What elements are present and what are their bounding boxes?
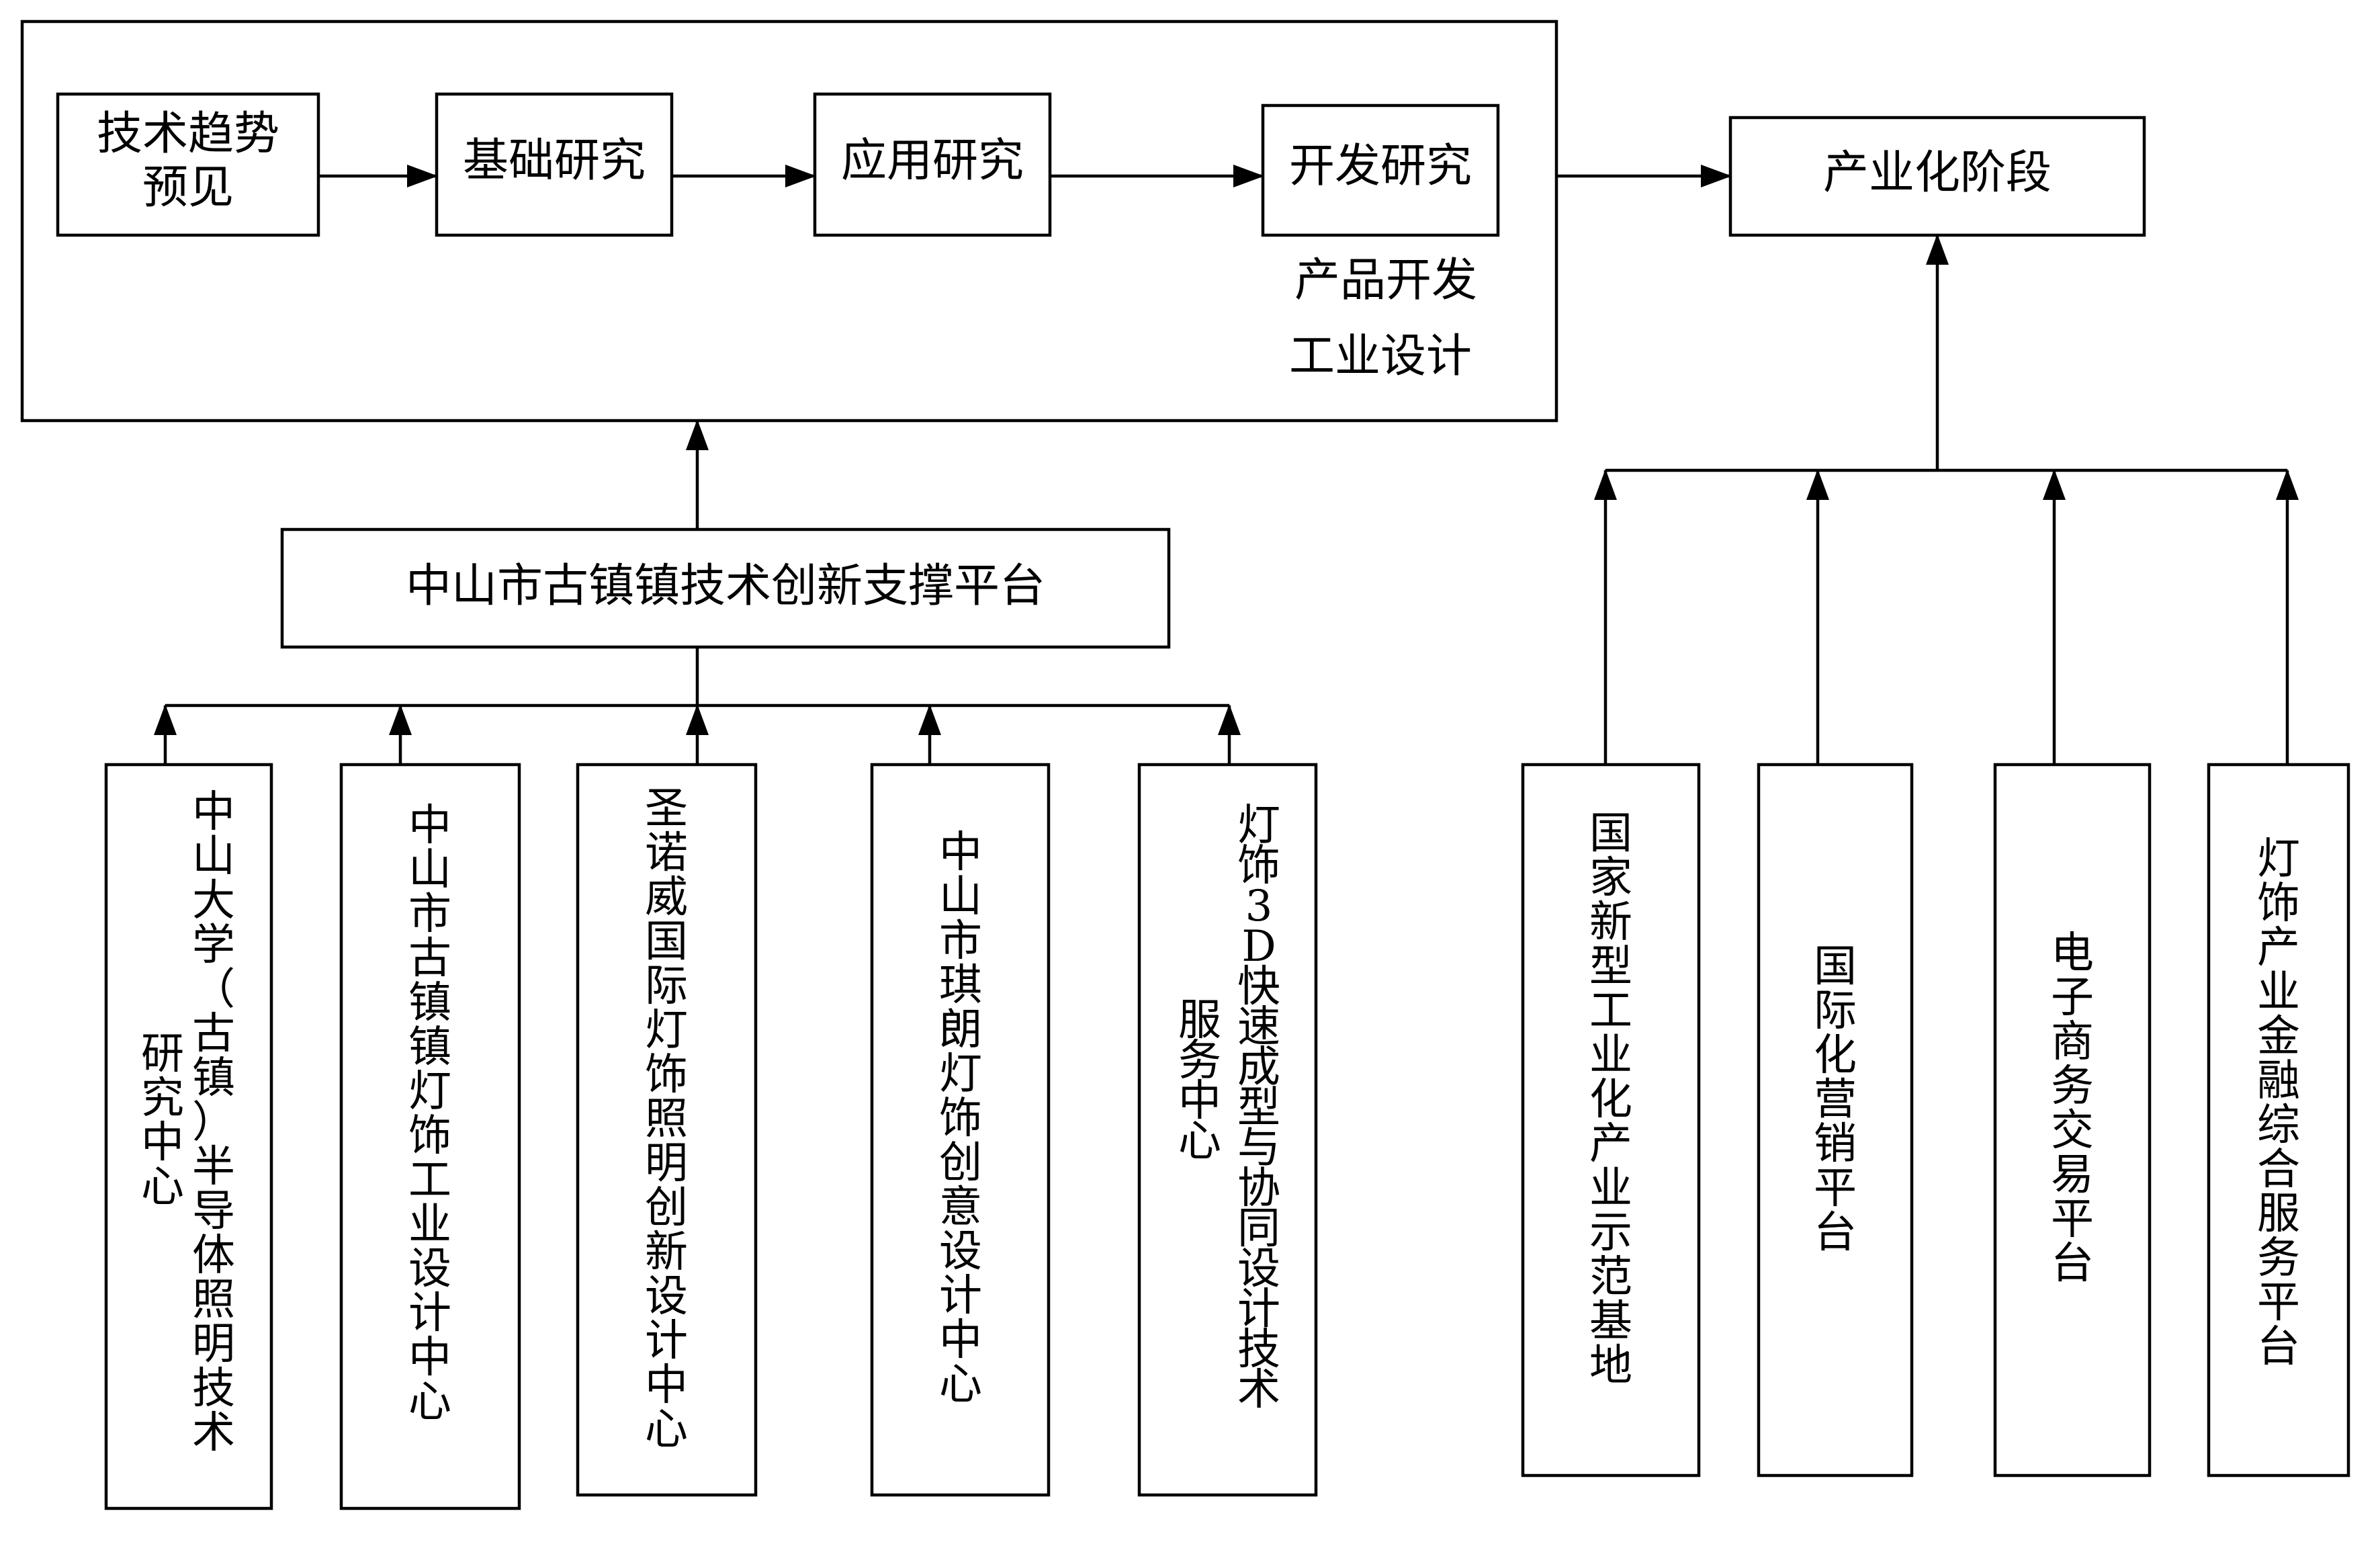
center-box-2 [339,763,521,1510]
development-research-label: 开发研究 [1289,140,1472,193]
center-label-2-line-1: 中山市古镇镇灯饰工业设计中心 [408,801,451,1427]
center-label-4-line-1: 中山市琪朗灯饰创意设计中心 [939,828,982,1410]
center-box-5 [1137,763,1318,1497]
platform-label-3-line-1: 电子商务交易平台 [2051,929,2094,1289]
center-label-1-line-2: 研究中心 [141,1029,184,1212]
trend-forecast-label-2: 预见 [142,161,234,214]
platform-label-1-line-1: 国家新型工业化产业示范基地 [1589,809,1632,1391]
applied-research-label: 应用研究 [841,134,1024,187]
platform-box-4 [2207,763,2350,1477]
trend-forecast-label-1: 技术趋势 [97,108,279,161]
tech-innovation-platform-box [280,527,1171,649]
platform-box-2 [1757,763,1914,1477]
trend-forecast-box [56,92,320,237]
tech-innovation-platform-label: 中山市古镇镇技术创新支撑平台 [406,560,1045,613]
platform-labels: 国家新型工业化产业示范基地 国际化营销平台 电子商务交易平台 灯饰产业金融综合服务平台 [1589,809,2300,1391]
center-label-5-line-2: 服务中心 [1178,996,1221,1166]
center-box-1 [104,763,273,1510]
platform-box-1 [1521,763,1701,1477]
center-box-4 [870,763,1051,1497]
center-label-3-line-1: 圣诺威国际灯饰照明创新设计中心 [645,784,688,1455]
industrial-design-label: 工业设计 [1289,330,1472,383]
product-development-label: 产品开发 [1294,254,1477,307]
basic-research-box [435,92,674,237]
basic-research-label: 基础研究 [463,134,646,187]
center-box-3 [576,763,758,1497]
platform-box-3 [1993,763,2152,1477]
applied-research-box [813,92,1052,237]
industrialization-stage-label: 产业化阶段 [1823,146,2052,200]
rd-stage-frame [20,19,1558,423]
platform-label-2-line-1: 国际化营销平台 [1814,942,1857,1258]
center-label-1-line-1: 中山大学（古镇）半导体照明技术 [192,787,235,1458]
platform-label-4-line-1: 灯饰产业金融综合服务平台 [2257,834,2300,1372]
